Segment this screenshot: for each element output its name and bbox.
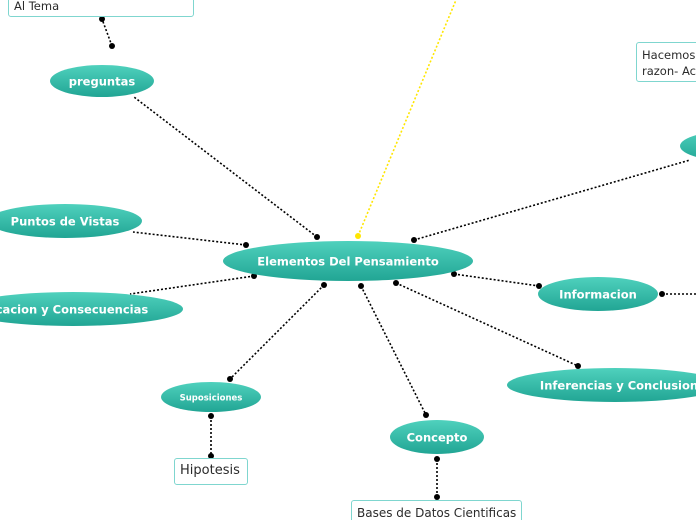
dot [251, 273, 257, 279]
node-informacion-shape[interactable] [538, 277, 658, 311]
node-informacion[interactable]: Informacion [538, 277, 658, 311]
dot [243, 242, 249, 248]
dot [314, 234, 320, 240]
dot [659, 291, 665, 297]
note-hacemos-line1: Hacemos [642, 48, 696, 62]
node-suposiciones[interactable]: Suposiciones [161, 382, 261, 412]
connector-central-to-preguntas [133, 96, 318, 238]
connector-central-to-informacion [453, 273, 540, 287]
node-suposiciones-label: Suposiciones [180, 394, 243, 404]
note-hacemos-line2: razon- Ac [642, 64, 696, 78]
node-offscreen-right-shape[interactable] [680, 130, 696, 162]
connector-central-to-implicacion [129, 275, 255, 295]
node-inferencias-shape[interactable] [507, 368, 696, 402]
node-implicacion-label: icacion y Consecuencias [0, 303, 148, 317]
note-hacemos[interactable]: Hacemos razon- Ac [636, 42, 696, 82]
note-hipotesis-text: Hipotesis [180, 463, 240, 478]
node-offscreen-right[interactable] [680, 130, 696, 162]
note-hipotesis[interactable]: Hipotesis [174, 458, 248, 485]
dot [536, 283, 542, 289]
node-preguntas-label: preguntas [69, 75, 136, 89]
node-preguntas-shape[interactable] [50, 65, 154, 97]
dot [227, 376, 233, 382]
node-central[interactable]: Elementos Del Pensamiento [223, 241, 473, 281]
connector-central-to-offscreen-node [413, 159, 691, 241]
dot [423, 412, 429, 418]
node-concepto-shape[interactable] [390, 420, 484, 454]
node-inferencias[interactable]: Inferencias y Conclusion [507, 368, 696, 402]
node-central-label: Elementos Del Pensamiento [257, 255, 439, 269]
dot [434, 456, 440, 462]
connector-central-highlight [357, 0, 457, 237]
dot [434, 494, 440, 500]
dot [99, 16, 105, 22]
dot-highlight [355, 233, 361, 239]
node-implicacion-shape[interactable] [0, 292, 183, 326]
connector-central-to-puntos-de-vistas [132, 231, 247, 246]
dot [451, 271, 457, 277]
node-informacion-label: Informacion [559, 288, 637, 302]
dot [321, 282, 327, 288]
node-concepto-label: Concepto [407, 431, 468, 445]
connector-lines [101, 0, 696, 497]
node-puntos-de-vistas[interactable]: Puntos de Vistas [0, 204, 142, 238]
node-implicacion[interactable]: icacion y Consecuencias [0, 292, 183, 326]
connector-central-to-inferencias [395, 282, 579, 367]
node-concepto[interactable]: Concepto [390, 420, 484, 454]
node-preguntas[interactable]: preguntas [50, 65, 154, 97]
note-bases-text: Bases de Datos Cientificas [357, 506, 517, 520]
dot [575, 363, 581, 369]
note-al-tema-text: Al Tema [14, 0, 60, 13]
dot [393, 280, 399, 286]
dot [208, 453, 214, 459]
dot [208, 413, 214, 419]
connector-preguntas-to-al-tema [101, 18, 113, 47]
node-central-shape[interactable] [223, 241, 473, 281]
node-puntos-de-vistas-shape[interactable] [0, 204, 142, 238]
dot [109, 43, 115, 49]
dot [358, 283, 364, 289]
node-suposiciones-shape[interactable] [161, 382, 261, 412]
note-al-tema[interactable]: Al Tema [8, 0, 194, 17]
node-inferencias-label: Inferencias y Conclusion [540, 379, 696, 393]
connector-central-to-suposiciones [229, 284, 325, 380]
note-bases[interactable]: Bases de Datos Cientificas [351, 500, 522, 520]
node-puntos-de-vistas-label: Puntos de Vistas [11, 215, 120, 229]
connector-dots [99, 16, 665, 500]
dot [411, 237, 417, 243]
connector-central-to-concepto [360, 285, 427, 416]
